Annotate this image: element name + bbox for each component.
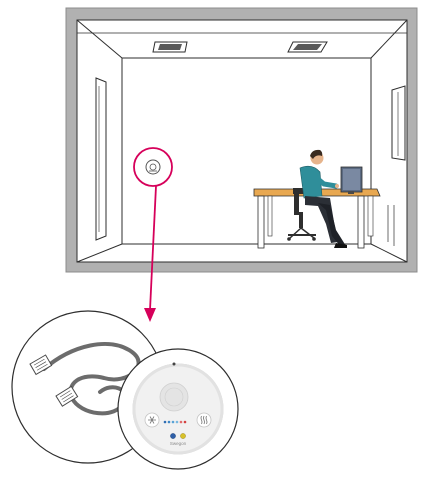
brand-label: Swegon: [170, 441, 187, 446]
room-illustration: [66, 8, 417, 272]
ceiling-diffuser-left: [153, 42, 187, 52]
left-door: [96, 78, 106, 240]
status-led-blue: [170, 433, 175, 438]
led-dot: [184, 421, 187, 424]
led-dot: [172, 421, 175, 424]
sensor-grille: [160, 383, 188, 411]
computer-monitor-icon: [341, 167, 362, 194]
led-dot: [164, 421, 167, 424]
status-led-yellow: [180, 433, 185, 438]
heating-button[interactable]: [197, 413, 211, 427]
led-dot: [176, 421, 179, 424]
led-dot: [180, 421, 183, 424]
room-sensor-icon: [146, 160, 160, 174]
led-dot: [168, 421, 171, 424]
ceiling-diffuser-right: [288, 42, 327, 52]
cooling-button[interactable]: [145, 413, 159, 427]
product-detail: Swegon: [118, 349, 238, 469]
right-window: [392, 86, 405, 160]
back-wall: [122, 58, 371, 244]
